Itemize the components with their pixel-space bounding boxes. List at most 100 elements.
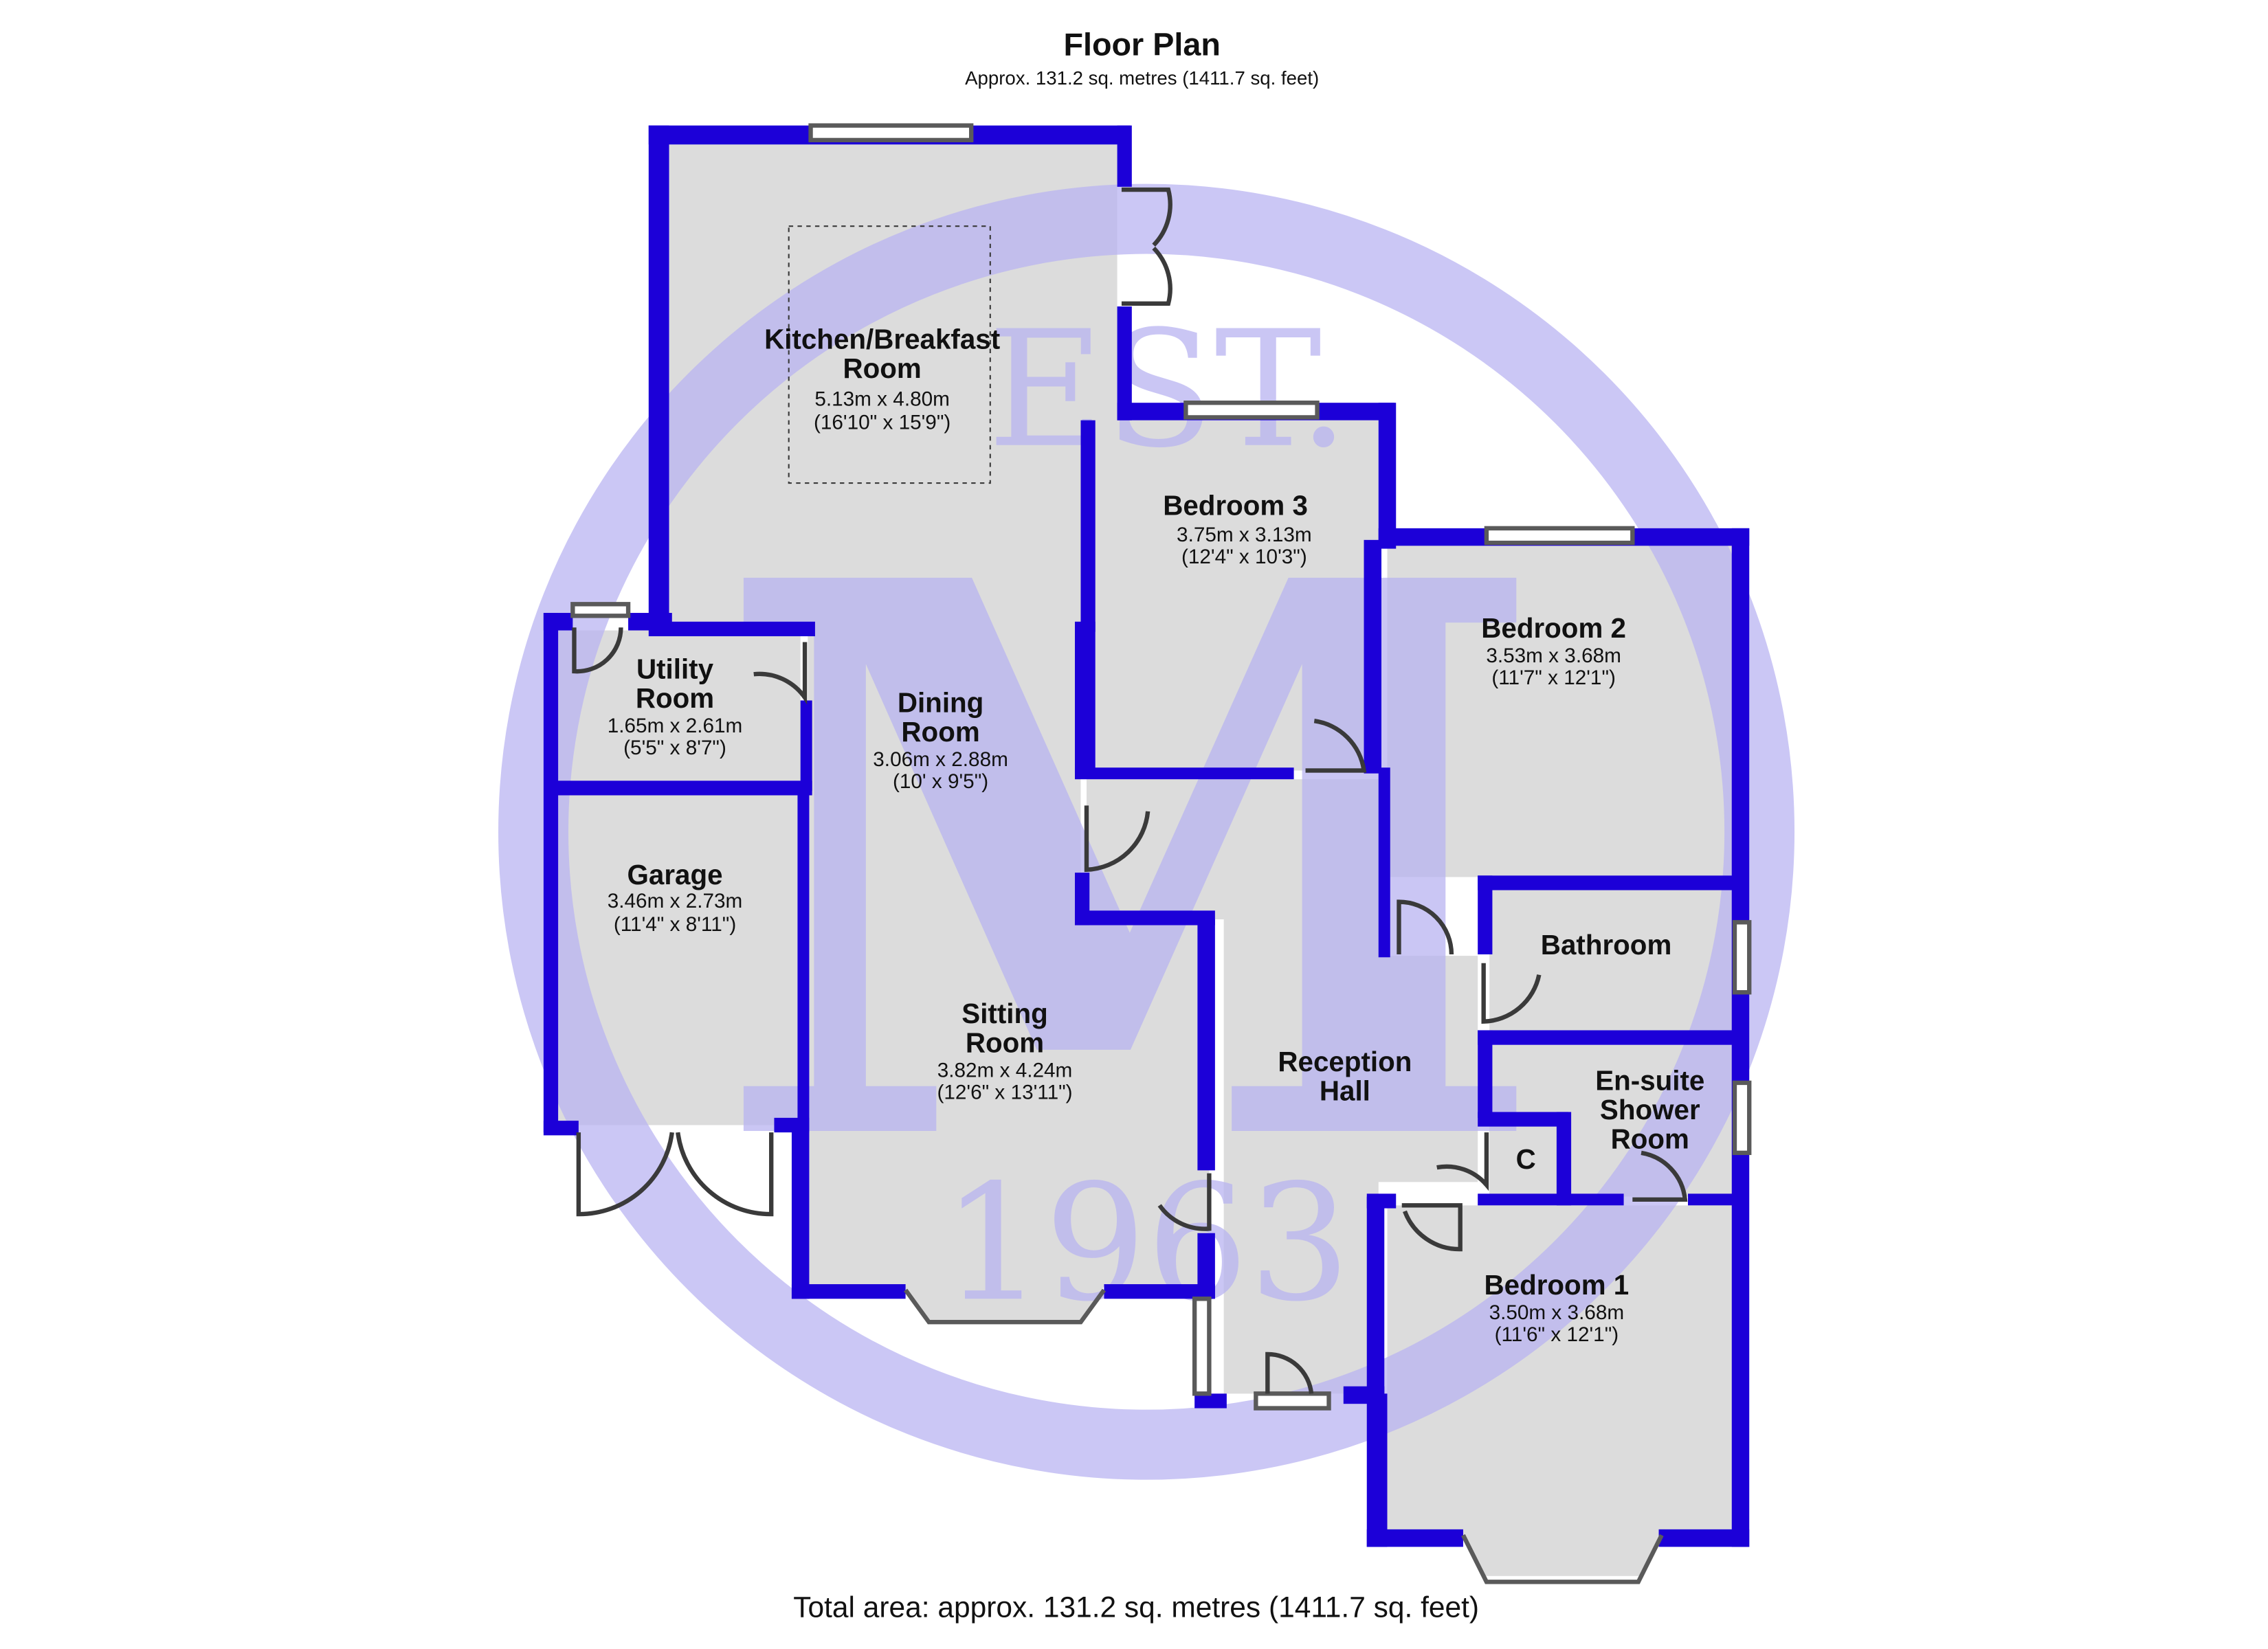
sitting-name: Sitting bbox=[961, 998, 1047, 1029]
window bbox=[570, 602, 631, 618]
wall bbox=[1364, 539, 1381, 774]
wall bbox=[1197, 1233, 1215, 1299]
door-swing bbox=[1121, 246, 1172, 306]
utility-name-2: Room bbox=[636, 682, 714, 714]
window bbox=[1484, 526, 1635, 546]
bedroom-1-name: Bedroom 1 bbox=[1485, 1269, 1630, 1301]
utility-metric: 1.65m x 2.61m bbox=[608, 715, 743, 737]
page-title: Floor Plan bbox=[1063, 27, 1220, 63]
window bbox=[1732, 920, 1752, 995]
wall bbox=[1366, 1196, 1385, 1401]
kitchen-name-2: Room bbox=[843, 352, 921, 384]
ensuite-name: En-suite bbox=[1595, 1065, 1704, 1097]
bedroom-2-metric: 3.53m x 3.68m bbox=[1486, 644, 1621, 667]
bedroom-2-name: Bedroom 2 bbox=[1481, 612, 1626, 644]
wall bbox=[791, 1284, 906, 1299]
wall bbox=[800, 700, 812, 792]
wall bbox=[543, 613, 573, 631]
floor-bedroom-2 bbox=[1387, 544, 1732, 877]
kitchen-metric: 5.13m x 4.80m bbox=[814, 388, 950, 410]
wall bbox=[1478, 1030, 1738, 1045]
dining-imperial: (10' x 9'5") bbox=[893, 770, 988, 793]
wall bbox=[549, 781, 812, 796]
door-swing bbox=[1401, 1203, 1463, 1252]
door-swing bbox=[572, 627, 623, 674]
watermark: EST. M 1963 bbox=[498, 183, 1795, 1480]
window bbox=[1183, 401, 1320, 420]
door-swing bbox=[576, 1132, 674, 1217]
wall bbox=[1366, 1193, 1397, 1209]
wall bbox=[1117, 125, 1132, 187]
wall bbox=[1366, 1393, 1388, 1547]
door-swing bbox=[1121, 187, 1172, 247]
wall bbox=[1478, 1193, 1624, 1206]
wall bbox=[1478, 875, 1493, 955]
floor-reception-hall bbox=[1086, 779, 1478, 1394]
door-swing bbox=[753, 642, 808, 705]
bay-window bbox=[1461, 1534, 1664, 1584]
bedroom-3-metric: 3.75m x 3.13m bbox=[1177, 524, 1312, 546]
door-swing bbox=[1632, 1150, 1688, 1202]
sitting-name-2: Room bbox=[966, 1027, 1044, 1058]
door-swing bbox=[676, 1132, 774, 1217]
wall bbox=[543, 613, 559, 1133]
ensuite-name-3: Room bbox=[1611, 1123, 1689, 1155]
watermark-year: 1963 bbox=[942, 1150, 1351, 1337]
wall bbox=[1194, 1393, 1227, 1409]
wall bbox=[797, 791, 810, 1130]
wall bbox=[1378, 767, 1390, 958]
wall bbox=[1478, 1112, 1568, 1127]
reception-name-2: Hall bbox=[1320, 1075, 1370, 1106]
floor-cupboard bbox=[1489, 1126, 1563, 1194]
wall bbox=[1378, 403, 1397, 549]
utility-name: Utility bbox=[636, 653, 714, 685]
floor-bathroom bbox=[1489, 890, 1732, 1033]
watermark-letter: M bbox=[712, 419, 1553, 1310]
kitchen-imperial: (16'10" x 15'9") bbox=[814, 411, 950, 434]
skylight-outline bbox=[788, 225, 991, 484]
utility-imperial: (5'5" x 8'7") bbox=[623, 737, 726, 759]
door-swing bbox=[1397, 899, 1454, 955]
walls bbox=[543, 125, 1750, 1547]
watermark-est: EST. bbox=[988, 297, 1349, 484]
wall bbox=[791, 1123, 810, 1299]
window bbox=[808, 123, 974, 143]
bedroom-2-imperial: (11'7" x 12'1") bbox=[1491, 666, 1616, 689]
floor-bedroom-1 bbox=[1387, 1205, 1732, 1576]
garage-imperial: (11'4" x 8'11") bbox=[614, 913, 736, 936]
bedroom-3-name: Bedroom 3 bbox=[1163, 490, 1308, 521]
door-swing bbox=[1481, 963, 1542, 1024]
dining-name: Dining bbox=[898, 686, 983, 718]
wall bbox=[1104, 1284, 1215, 1299]
page-subtitle: Approx. 131.2 sq. metres (1411.7 sq. fee… bbox=[965, 67, 1319, 89]
cupboard-name: C bbox=[1516, 1143, 1536, 1175]
sitting-metric: 3.82m x 4.24m bbox=[937, 1059, 1073, 1081]
watermark-ring bbox=[498, 183, 1795, 1480]
bedroom-1-metric: 3.50m x 3.68m bbox=[1489, 1301, 1625, 1324]
garage-metric: 3.46m x 2.73m bbox=[608, 890, 743, 912]
floor-utility bbox=[558, 630, 801, 781]
wall bbox=[543, 1121, 579, 1136]
dining-name-2: Room bbox=[901, 716, 979, 748]
wall bbox=[1478, 875, 1738, 890]
wall bbox=[1688, 1193, 1746, 1206]
floor-kitchen-dining-sitting bbox=[669, 142, 1210, 1321]
wall bbox=[1478, 1030, 1493, 1118]
room-labels: Kitchen/Breakfast Room 5.13m x 4.80m (16… bbox=[608, 324, 1705, 1346]
bedroom-1-imperial: (11'6" x 12'1") bbox=[1495, 1323, 1619, 1346]
floor-bedroom-3 bbox=[1095, 420, 1379, 771]
wall bbox=[1074, 621, 1096, 774]
wall bbox=[1366, 1529, 1463, 1547]
garage-name: Garage bbox=[627, 859, 723, 890]
bedroom-3-imperial: (12'4" x 10'3") bbox=[1181, 546, 1307, 568]
door-swing bbox=[1265, 1351, 1314, 1394]
wall bbox=[1658, 1529, 1750, 1547]
wall bbox=[1117, 306, 1132, 420]
wall bbox=[648, 621, 815, 637]
door-swing bbox=[1157, 1173, 1212, 1231]
ensuite-name-2: Shower bbox=[1600, 1094, 1700, 1125]
kitchen-name: Kitchen/Breakfast bbox=[764, 324, 1000, 355]
window bbox=[1192, 1297, 1212, 1396]
wall bbox=[1074, 910, 1215, 926]
bathroom-name: Bathroom bbox=[1541, 929, 1672, 961]
